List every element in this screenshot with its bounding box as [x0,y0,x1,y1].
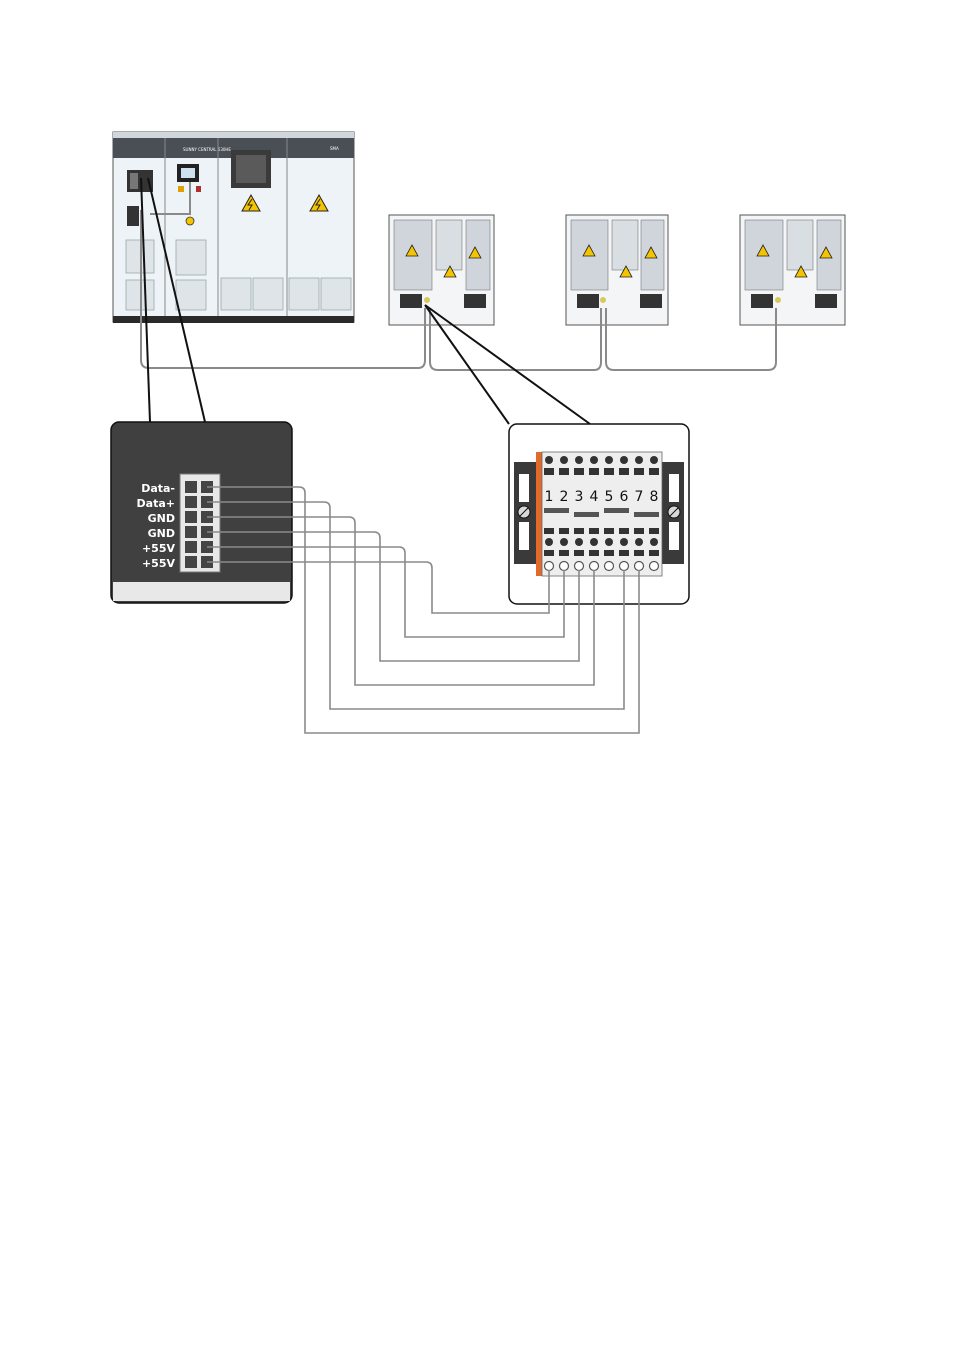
combiner-box-2 [565,214,669,326]
terminal-number-4: 4 [590,489,599,505]
terminal-8 [648,456,660,572]
terminal-block-callout [424,304,690,605]
connector-label-gnd-1: GND [148,512,175,525]
wire-55v-1 [207,546,565,638]
combiner-box-3 [739,214,846,326]
wire-55v-2 [207,561,550,614]
bridge-link [634,512,659,517]
wire-data-plus [207,501,625,710]
terminal-columns [543,456,660,572]
bridge-link [604,508,629,513]
connector-label-55v-2: +55V [142,557,176,570]
wire-data-minus [207,486,640,734]
terminal-number-7: 7 [635,489,644,505]
connector-label-gnd-2: GND [148,527,175,540]
terminal-3 [573,456,585,572]
terminal-number-6: 6 [620,489,629,505]
terminal-7 [633,456,645,572]
terminal-number-5: 5 [605,489,614,505]
terminal-5 [603,456,615,572]
connector-pin [185,556,213,568]
wire-gnd-1 [207,516,595,686]
connector-label-list: Data- Data+ GND GND +55V +55V [137,482,176,570]
terminal-4 [588,456,600,572]
combiner-box-1 [388,214,495,326]
signal-wires [207,486,640,734]
terminal-number-3: 3 [575,489,584,505]
terminal-number-1: 1 [545,489,554,505]
terminal-number-list: 1 2 3 4 5 6 7 8 [545,489,659,505]
wire-gnd-2 [207,531,580,662]
terminal-number-2: 2 [560,489,569,505]
connector-label-55v-1: +55V [142,542,176,555]
terminal-1 [543,456,555,572]
inverter-model-label: SUNNY CENTRAL 630HE [183,147,231,152]
inverter-cabinet: SUNNY CENTRAL 630HE SMA [112,131,355,323]
terminal-number-8: 8 [650,489,659,505]
connector-label-data-minus: Data- [141,482,175,495]
inverter-brand-logo: SMA [330,146,339,151]
bridge-link [544,508,569,513]
bridge-link [574,512,599,517]
connector-label-data-plus: Data+ [137,497,175,510]
